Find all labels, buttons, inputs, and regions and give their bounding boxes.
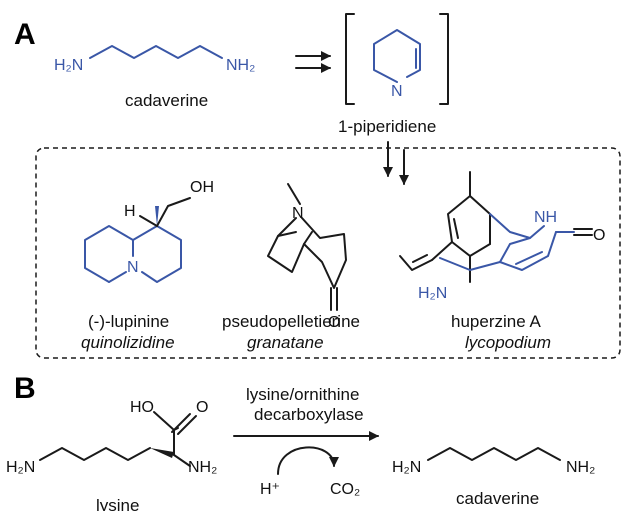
lysine-structure: H₂N NH₂ HO O xyxy=(6,399,217,476)
cadaverine-caption-a: cadaverine xyxy=(125,91,208,110)
cadaverine-structure-a: H₂N NH₂ xyxy=(54,45,255,74)
enzyme-name-line1: lysine/ornithine xyxy=(246,385,359,404)
imine-n-label: N xyxy=(391,83,403,100)
lysine-hydroxyl: HO xyxy=(130,399,154,416)
ketone-o-label: O xyxy=(328,314,340,331)
enzyme-name-line2: decarboxylase xyxy=(254,405,364,424)
pseudopelletierine-class-caption: granatane xyxy=(247,333,324,352)
co2-label: CO₂ xyxy=(330,481,360,498)
lupinine-n-label: N xyxy=(127,259,139,276)
lysine-amine-left: H₂N xyxy=(6,459,35,476)
lysine-alpha-amine: NH₂ xyxy=(188,459,217,476)
cadaverine-structure-b: H₂N NH₂ xyxy=(392,447,595,476)
tropane-n-label: N xyxy=(292,205,304,222)
cadaverine-caption-b: cadaverine xyxy=(456,489,539,508)
amine-label-right: NH₂ xyxy=(226,57,255,74)
panel-label-b: B xyxy=(14,372,36,405)
cadaverine-b-amine-left: H₂N xyxy=(392,459,421,476)
lysine-carbonyl-o: O xyxy=(196,399,208,416)
huperzine-caption: huperzine A xyxy=(451,312,541,331)
lactam-nh-label: NH xyxy=(534,209,557,226)
huperzine-amine-label: H₂N xyxy=(418,285,447,302)
piperidiene-structure: N xyxy=(373,29,421,100)
pseudopelletierine-structure: N O xyxy=(267,183,347,331)
lupinine-oh-label: OH xyxy=(190,179,214,196)
cadaverine-b-amine-right: NH₂ xyxy=(566,459,595,476)
lupinine-structure: H OH N xyxy=(84,179,214,283)
lupinine-class-caption: quinolizidine xyxy=(81,333,175,352)
curved-arrow xyxy=(277,446,339,475)
huperzine-class-caption: lycopodium xyxy=(465,333,551,352)
huperzine-structure: NH O H₂N xyxy=(399,171,605,302)
panel-label-a: A xyxy=(14,18,36,51)
alkaloid-dashed-box xyxy=(35,147,621,359)
lupinine-caption: (-)-lupinine xyxy=(88,312,169,331)
pseudopelletierine-caption: pseudopelletierine xyxy=(222,312,360,331)
piperidiene-caption: 1-piperidiene xyxy=(338,117,436,136)
lupinine-h-label: H xyxy=(124,203,136,220)
lysine-caption: lysine xyxy=(96,496,139,511)
amine-label-left: H₂N xyxy=(54,57,83,74)
lactam-o-label: O xyxy=(593,227,605,244)
proton-label: H⁺ xyxy=(260,481,280,498)
double-arrow-a xyxy=(295,51,331,73)
intermediate-brackets xyxy=(345,13,449,105)
